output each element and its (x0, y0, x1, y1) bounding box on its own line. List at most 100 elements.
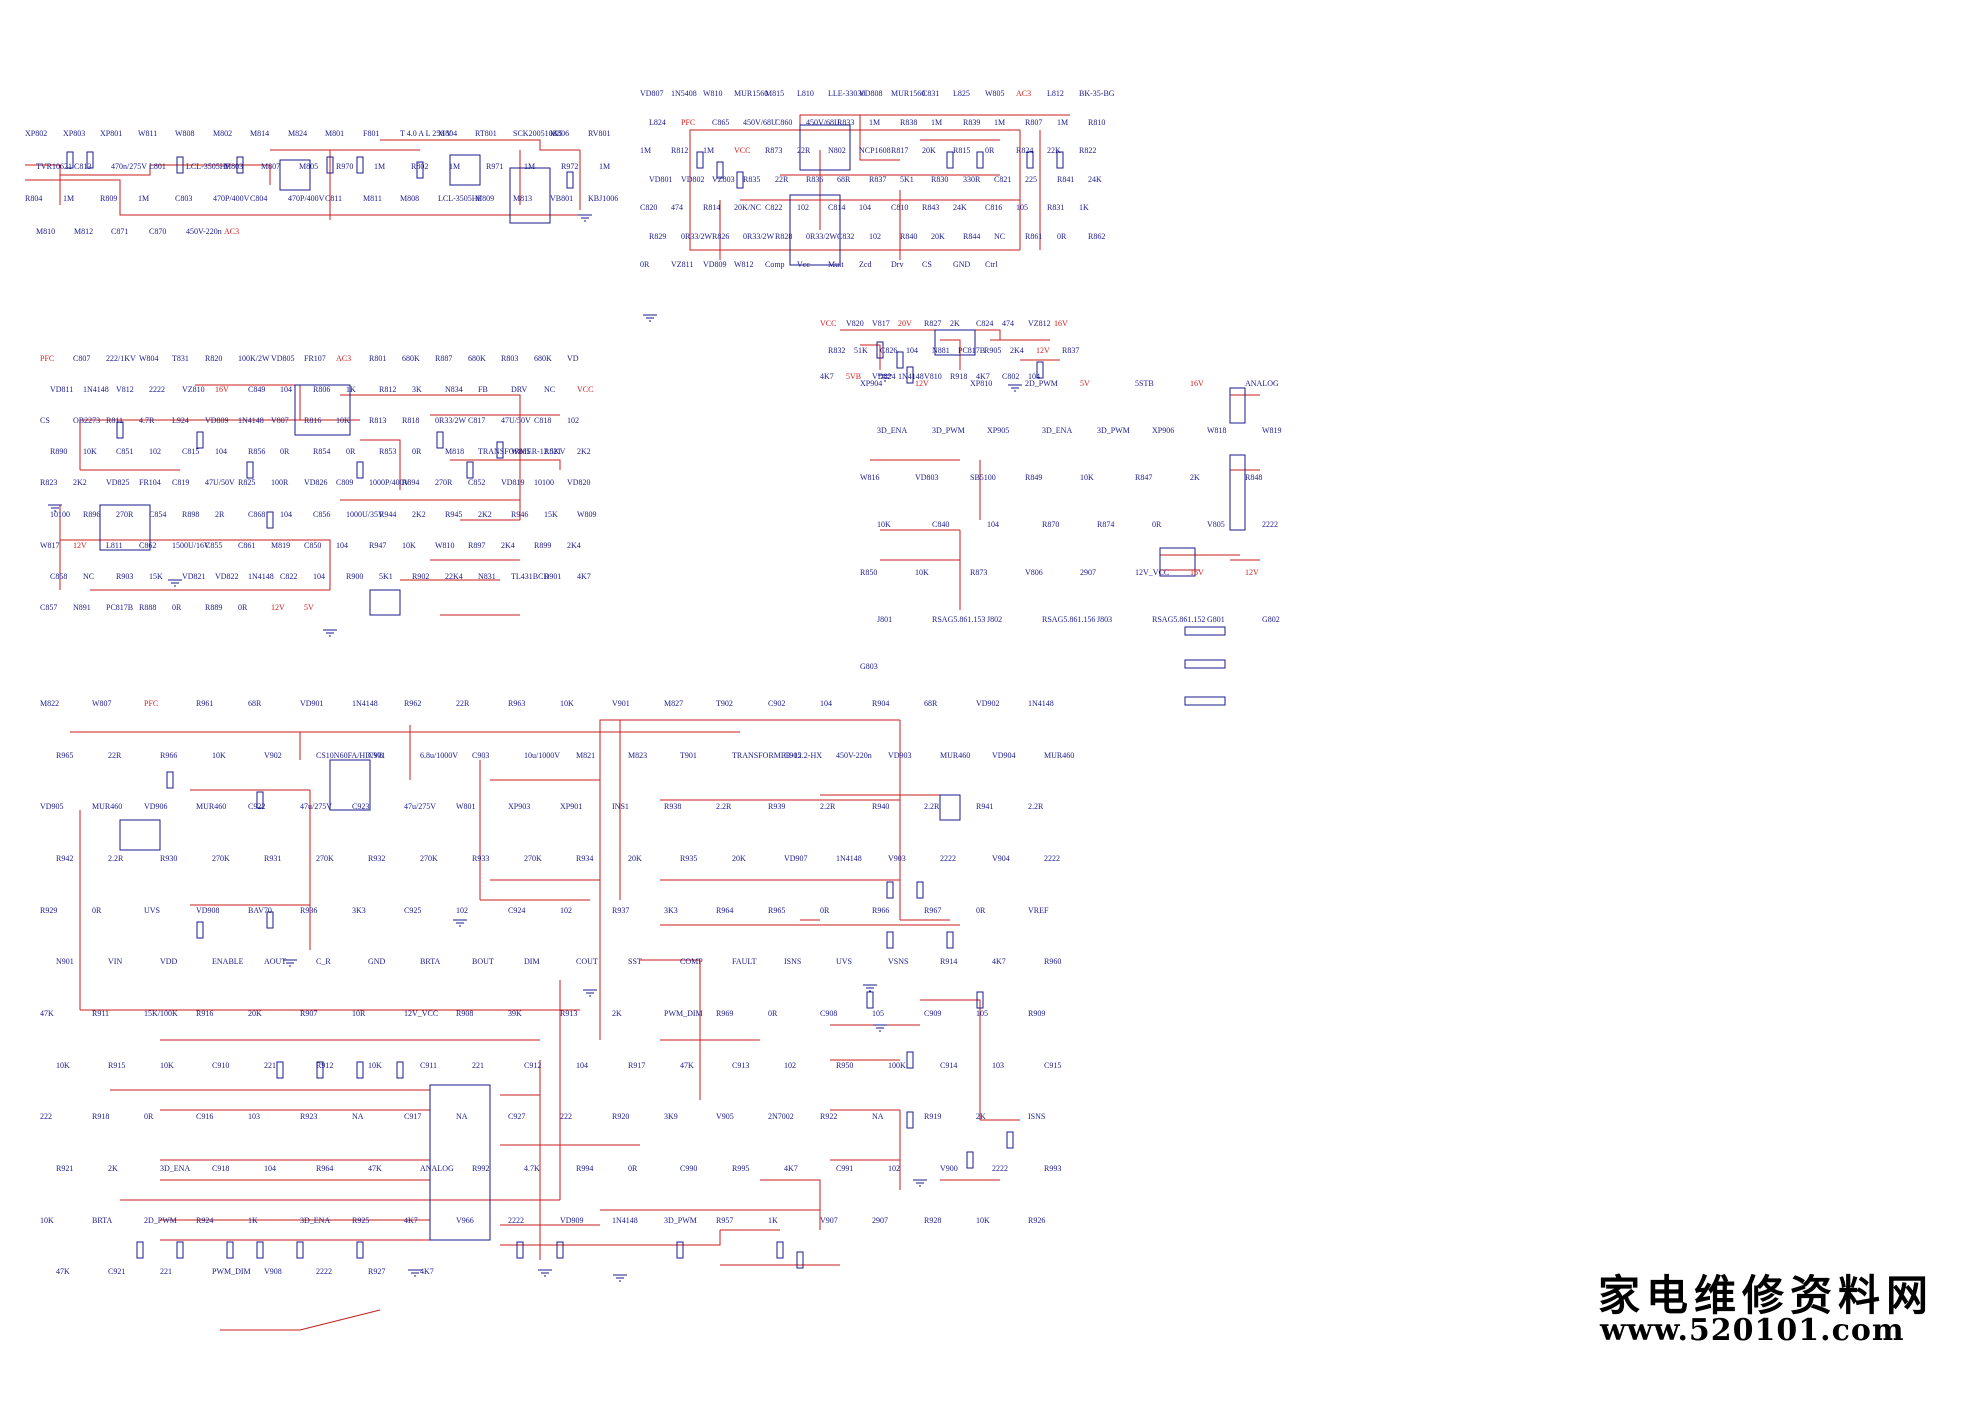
component-label: 10K (976, 1216, 990, 1225)
ground-symbol (48, 504, 62, 512)
component-label: 4.7K (524, 1164, 540, 1173)
component-label: 104 (859, 203, 871, 212)
component-label: 0R33/2W (743, 232, 775, 241)
component-label: M827 (664, 699, 684, 708)
component-label: C856 (313, 510, 331, 519)
passive-component (976, 991, 984, 1009)
component-label: C865 (712, 118, 730, 127)
component-label: C816 (985, 203, 1003, 212)
component-label: 3D_PWM (1097, 426, 1130, 435)
passive-component (86, 151, 94, 169)
component-label: XP803 (63, 129, 86, 138)
passive-component (976, 151, 984, 169)
component-label: 470P/400V (288, 194, 325, 203)
component-label: NC (83, 572, 95, 581)
component-label: R811 (106, 416, 124, 425)
component-label: 1M (994, 118, 1006, 127)
component-label: R935 (680, 854, 698, 863)
component-label: R901 (544, 572, 562, 581)
component-label: V812 (116, 385, 134, 394)
component-label: 104 (264, 1164, 276, 1173)
component-label: R927 (368, 1267, 386, 1276)
component-label: W808 (175, 129, 195, 138)
optocoupler-n881 (934, 329, 976, 356)
component-label: 104 (576, 1061, 588, 1070)
component-label: 12V (73, 541, 87, 550)
component-label: R837 (1062, 346, 1080, 355)
component-label: R827 (924, 319, 942, 328)
component-label: R966 (160, 751, 178, 760)
component-label: T 4.0 A L 250 V (400, 129, 452, 138)
component-label: C821 (994, 175, 1012, 184)
passive-component (906, 1111, 914, 1129)
component-label: 10K (368, 1061, 382, 1070)
component-label: 1N4148 (83, 385, 109, 394)
wire (840, 329, 1001, 340)
passive-component (1036, 361, 1044, 379)
component-label: C824 (976, 319, 994, 328)
component-label: 221 (472, 1061, 484, 1070)
component-label: 16V (1054, 319, 1068, 328)
component-label: R839 (963, 118, 981, 127)
component-label: VD801 (649, 175, 673, 184)
component-label: CS (922, 260, 932, 269)
component-label: 2.2R (1028, 802, 1044, 811)
component-label: 22R (797, 146, 811, 155)
component-label: R907 (300, 1009, 318, 1018)
component-label: R853 (379, 447, 397, 456)
component-label: C917 (404, 1112, 422, 1121)
passive-component (696, 151, 704, 169)
component-label: 2K2 (73, 478, 87, 487)
component-label: R917 (628, 1061, 646, 1070)
component-label: 104 (215, 447, 227, 456)
component-label: R874 (1097, 520, 1115, 529)
component-label: VD (567, 354, 579, 363)
component-label: 450V-220n (836, 751, 872, 760)
component-label: R957 (716, 1216, 734, 1225)
component-label: R930 (160, 854, 178, 863)
component-label: VD821 (182, 572, 206, 581)
component-label: R903 (116, 572, 134, 581)
component-label: 10K (877, 520, 891, 529)
component-label: 12V (1245, 568, 1259, 577)
component-label: W805 (985, 89, 1005, 98)
passive-component (226, 1241, 234, 1259)
component-label: R820 (205, 354, 223, 363)
passive-component (356, 1061, 364, 1079)
component-label: M803 (224, 162, 244, 171)
component-label: 24K (1088, 175, 1102, 184)
component-label: 16V (1190, 568, 1204, 577)
component-label: R816 (304, 416, 322, 425)
component-label: LCL-3505HF (438, 194, 482, 203)
passive-component (676, 1241, 684, 1259)
component-label: 225 (1025, 175, 1037, 184)
component-label: KBJ1006 (588, 194, 619, 203)
component-label: C914 (940, 1061, 958, 1070)
passive-component (266, 911, 274, 929)
component-label: C908 (820, 1009, 838, 1018)
component-label: R905 (984, 346, 1002, 355)
wire (190, 164, 271, 185)
component-label: 1N4148 (898, 372, 924, 381)
component-label: M819 (271, 541, 291, 550)
component-label: F801 (363, 129, 380, 138)
passive-component (906, 1051, 914, 1069)
component-label: 2222 (508, 1216, 524, 1225)
component-label: L924 (172, 416, 189, 425)
component-label: VD909 (560, 1216, 584, 1225)
component-label: 1N4148 (238, 416, 264, 425)
component-label: R889 (205, 603, 223, 612)
wire (689, 140, 1020, 251)
component-label: 2907 (872, 1216, 888, 1225)
component-label: R972 (561, 162, 579, 171)
component-label: V806 (1025, 568, 1043, 577)
passive-component (266, 511, 274, 529)
component-label: R913 (560, 1009, 578, 1018)
component-label: VD802 (681, 175, 705, 184)
passive-component (326, 156, 334, 174)
component-label: 104 (336, 541, 348, 550)
component-label: R965 (56, 751, 74, 760)
ic-ncp1608 (789, 194, 841, 266)
component-label: MUR1560 (891, 89, 926, 98)
component-label: 4.7R (139, 416, 155, 425)
